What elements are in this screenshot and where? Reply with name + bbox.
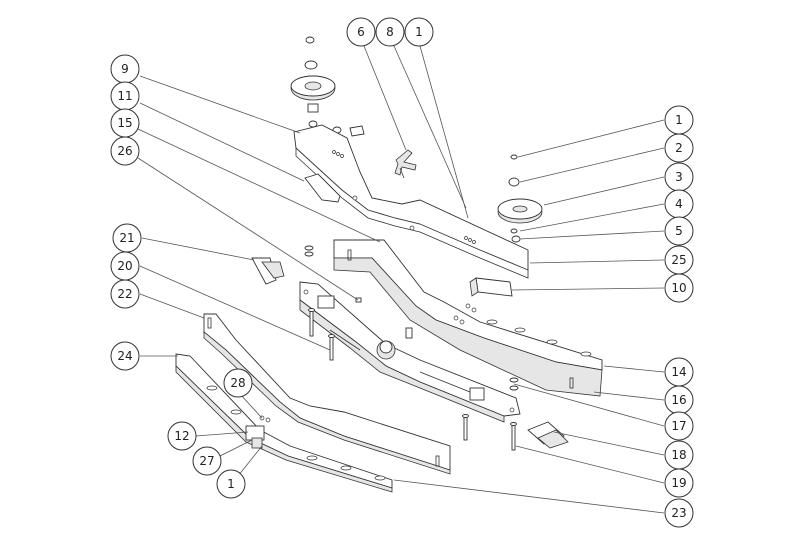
- callout-9: 9: [110, 54, 140, 84]
- svg-text:5: 5: [675, 224, 683, 238]
- t-knob: [332, 125, 417, 179]
- svg-text:1: 1: [227, 477, 235, 491]
- bracket-11: [304, 173, 341, 203]
- callout-2: 2: [664, 133, 694, 163]
- callout-16: 16: [664, 385, 694, 415]
- callouts: 9 11 15 26 6 8 1 1 2 3 4 5 25 10 14 16 1…: [110, 17, 694, 528]
- svg-text:28: 28: [230, 376, 245, 390]
- callout-27: 27: [192, 446, 222, 476]
- callout-22: 22: [110, 279, 140, 309]
- callout-14: 14: [664, 357, 694, 387]
- callout-1-bottom: 1: [216, 469, 246, 499]
- callout-25: 25: [664, 245, 694, 275]
- lower-long-rail: [203, 313, 451, 475]
- callout-20: 20: [110, 251, 140, 281]
- central-frame: [299, 281, 521, 423]
- svg-text:3: 3: [675, 170, 683, 184]
- callout-11: 11: [110, 81, 140, 111]
- svg-text:27: 27: [199, 454, 214, 468]
- callout-8: 8: [375, 17, 405, 47]
- svg-text:9: 9: [121, 62, 129, 76]
- lower-short-bar: [175, 353, 393, 493]
- callout-17: 17: [664, 411, 694, 441]
- top-knob-stack: [290, 36, 336, 128]
- callout-10: 10: [664, 273, 694, 303]
- svg-text:8: 8: [386, 25, 394, 39]
- svg-text:15: 15: [117, 116, 132, 130]
- small-hardware: [453, 303, 477, 325]
- parts-drawing: [175, 36, 603, 493]
- callout-5: 5: [664, 216, 694, 246]
- svg-text:24: 24: [117, 349, 132, 363]
- clamp-18: [527, 421, 569, 449]
- callout-18: 18: [664, 440, 694, 470]
- callout-3: 3: [664, 162, 694, 192]
- svg-text:25: 25: [671, 253, 686, 267]
- svg-text:22: 22: [117, 287, 132, 301]
- right-knob-stack: [497, 154, 543, 243]
- svg-text:17: 17: [671, 419, 686, 433]
- callout-15: 15: [110, 108, 140, 138]
- leader-lines: [137, 45, 665, 514]
- svg-text:18: 18: [671, 448, 686, 462]
- upper-long-rail: [333, 239, 603, 397]
- callout-26: 26: [110, 136, 140, 166]
- callout-28: 28: [223, 368, 253, 398]
- svg-text:26: 26: [117, 144, 132, 158]
- callout-23: 23: [664, 498, 694, 528]
- svg-text:10: 10: [671, 281, 686, 295]
- svg-text:1: 1: [415, 25, 423, 39]
- clamp-21: [251, 257, 285, 285]
- svg-text:14: 14: [671, 365, 686, 379]
- callout-1-right: 1: [664, 105, 694, 135]
- callout-6: 6: [346, 17, 376, 47]
- svg-text:23: 23: [671, 506, 686, 520]
- callout-19: 19: [664, 468, 694, 498]
- svg-text:1: 1: [675, 113, 683, 127]
- callout-21: 21: [112, 223, 142, 253]
- svg-text:2: 2: [675, 141, 683, 155]
- svg-text:4: 4: [675, 197, 683, 211]
- svg-text:16: 16: [671, 393, 686, 407]
- callout-4: 4: [664, 189, 694, 219]
- svg-text:20: 20: [117, 259, 132, 273]
- svg-text:19: 19: [671, 476, 686, 490]
- top-mounting-plate: [293, 124, 529, 279]
- svg-text:21: 21: [119, 231, 134, 245]
- callout-1-top: 1: [404, 17, 434, 47]
- callout-12: 12: [167, 421, 197, 451]
- bracket-10: [469, 277, 513, 297]
- svg-text:6: 6: [357, 25, 365, 39]
- svg-text:12: 12: [174, 429, 189, 443]
- callout-24: 24: [110, 341, 140, 371]
- svg-text:11: 11: [117, 89, 132, 103]
- pins-and-bolts: [304, 245, 519, 451]
